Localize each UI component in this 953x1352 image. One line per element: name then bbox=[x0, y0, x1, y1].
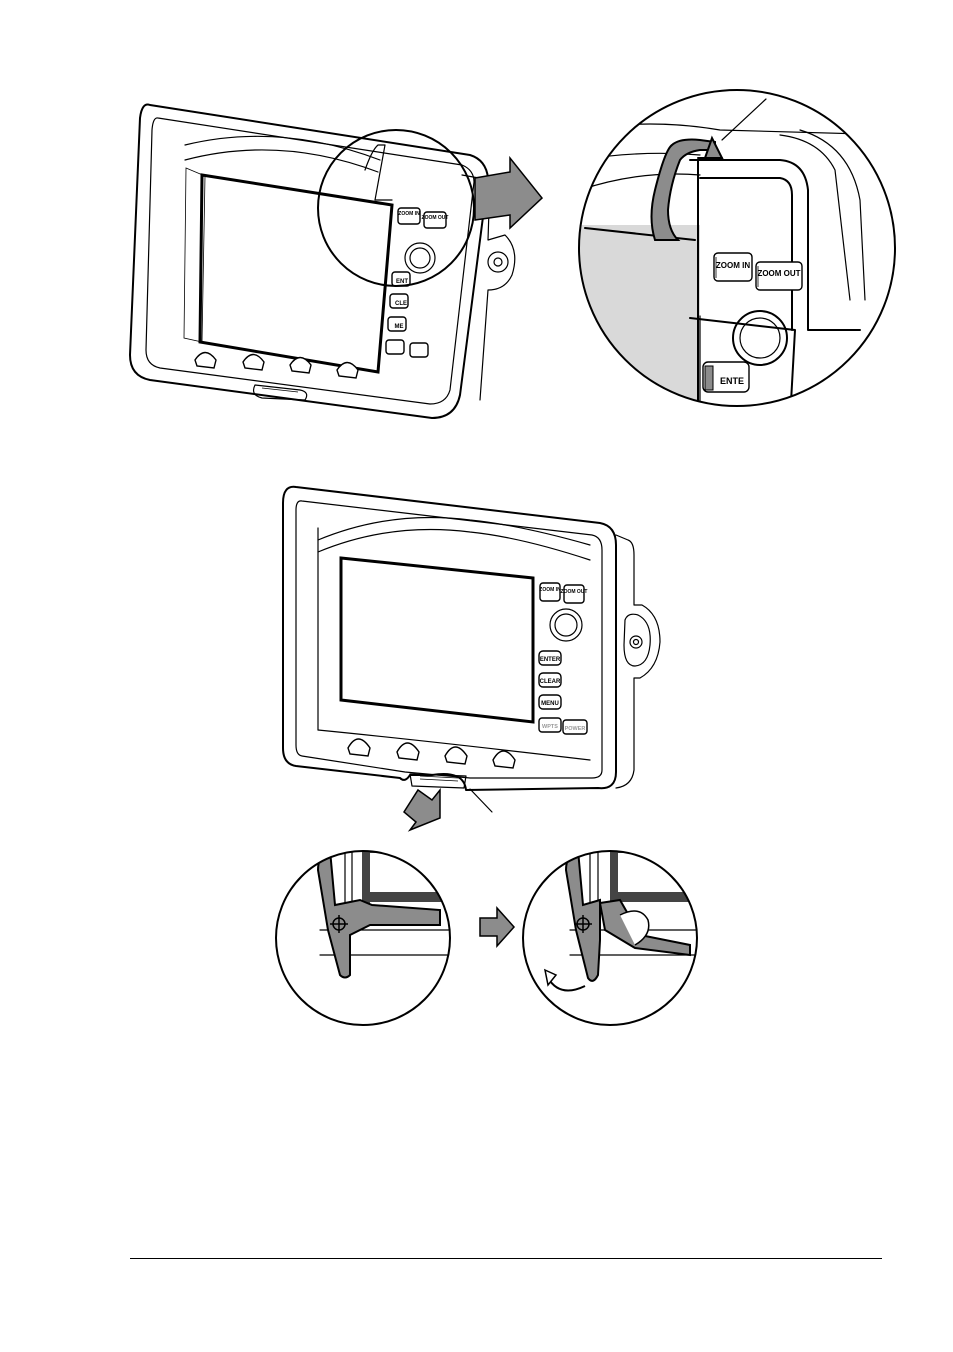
zoom-out-label: ZOOM OUT bbox=[757, 269, 800, 278]
callout-leader-top bbox=[722, 99, 766, 140]
small-zoom-in-label: ZOOM IN bbox=[398, 211, 420, 217]
front-zoom-in-label: ZOOM IN bbox=[539, 587, 561, 593]
arrow-down-left bbox=[404, 790, 440, 830]
small-menu-label: ME bbox=[395, 324, 404, 330]
callout-leader-bottom bbox=[470, 789, 492, 812]
enter-label: ENTE bbox=[720, 376, 744, 386]
front-display-unit: ZOOM IN ZOOM OUT ENTER CLEAR MENU WPTS P… bbox=[283, 487, 660, 812]
zoom-in-label: ZOOM IN bbox=[716, 261, 750, 270]
latch-detail-before bbox=[276, 845, 462, 1025]
top-detail-circle: ZOOM IN ZOOM OUT ENTE bbox=[570, 90, 900, 420]
small-clear-label: CLE bbox=[395, 301, 407, 307]
front-clear-label: CLEAR bbox=[540, 679, 561, 685]
front-power-label: POWER bbox=[565, 726, 586, 732]
latch-detail-after bbox=[523, 845, 710, 1025]
arrow-right-bottom bbox=[480, 908, 514, 946]
front-enter-label: ENTER bbox=[540, 657, 561, 663]
display-screen bbox=[341, 558, 533, 722]
small-zoom-out-label: ZOOM OUT bbox=[422, 215, 449, 221]
small-enter-label: ENT bbox=[396, 279, 408, 285]
front-wpts-label: WPTS bbox=[542, 724, 558, 730]
front-zoom-out-label: ZOOM OUT bbox=[561, 589, 588, 595]
top-display-unit: ENT CLE ME ZOOM IN ZOOM OUT bbox=[130, 105, 515, 418]
footer-rule bbox=[130, 1258, 882, 1259]
front-menu-label: MENU bbox=[541, 701, 559, 707]
